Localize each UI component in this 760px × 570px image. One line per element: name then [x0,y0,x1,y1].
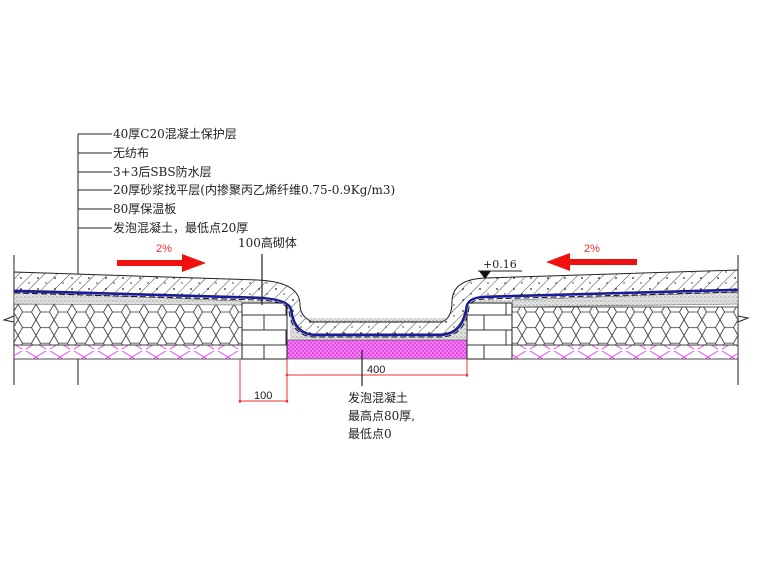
elevation-label: +0.16 [483,258,517,271]
right-insulation-pattern [512,307,738,345]
slope-right-label: 2% [584,243,600,255]
sbs-waterproof-membrane [13,288,739,337]
dim-100-label: 100 [254,390,272,402]
foam-note-line-2: 最高点80厚, [348,408,415,423]
layer-callouts: 40厚C20混凝土保护层 无纺布 3+3后SBS防水层 20厚砂浆找平层(内掺聚… [78,126,395,235]
dimension-lines [238,359,469,403]
right-break-mark [737,315,750,323]
left-foam-concrete-hatch [14,345,242,359]
slope-arrow-right-icon [117,254,206,272]
label-leveling: 20厚砂浆找平层(内掺聚丙乙烯纤维0.75-0.9Kg/m3) [113,182,395,197]
foam-note-line-1: 发泡混凝土 [348,390,408,405]
dim-400-label: 400 [367,364,385,376]
left-insulation-pattern [14,304,242,345]
elevation-triangle-icon [479,271,491,279]
label-masonry: 100高砌体 [238,235,297,250]
non-woven-fabric-line [13,291,739,338]
label-protection-layer: 40厚C20混凝土保护层 [113,126,237,141]
foam-note-line-3: 最低点0 [348,427,392,441]
left-roof-layers [13,291,243,360]
slope-arrow-left-icon [546,253,637,271]
left-break-mark [2,315,15,323]
slope-left-label: 2% [156,243,172,255]
label-sbs: 3+3后SBS防水层 [113,164,212,179]
label-insulation: 80厚保温板 [113,202,176,216]
right-masonry-wall [466,302,513,360]
gutter-foam-concrete [286,339,468,360]
concrete-aggregate-dots [14,270,738,334]
label-foam-concrete: 发泡混凝土，最低点20厚 [113,220,248,235]
right-foam-concrete-hatch [512,345,738,359]
right-roof-layers [511,291,739,360]
label-non-woven: 无纺布 [113,146,149,160]
left-masonry-wall [241,302,288,360]
